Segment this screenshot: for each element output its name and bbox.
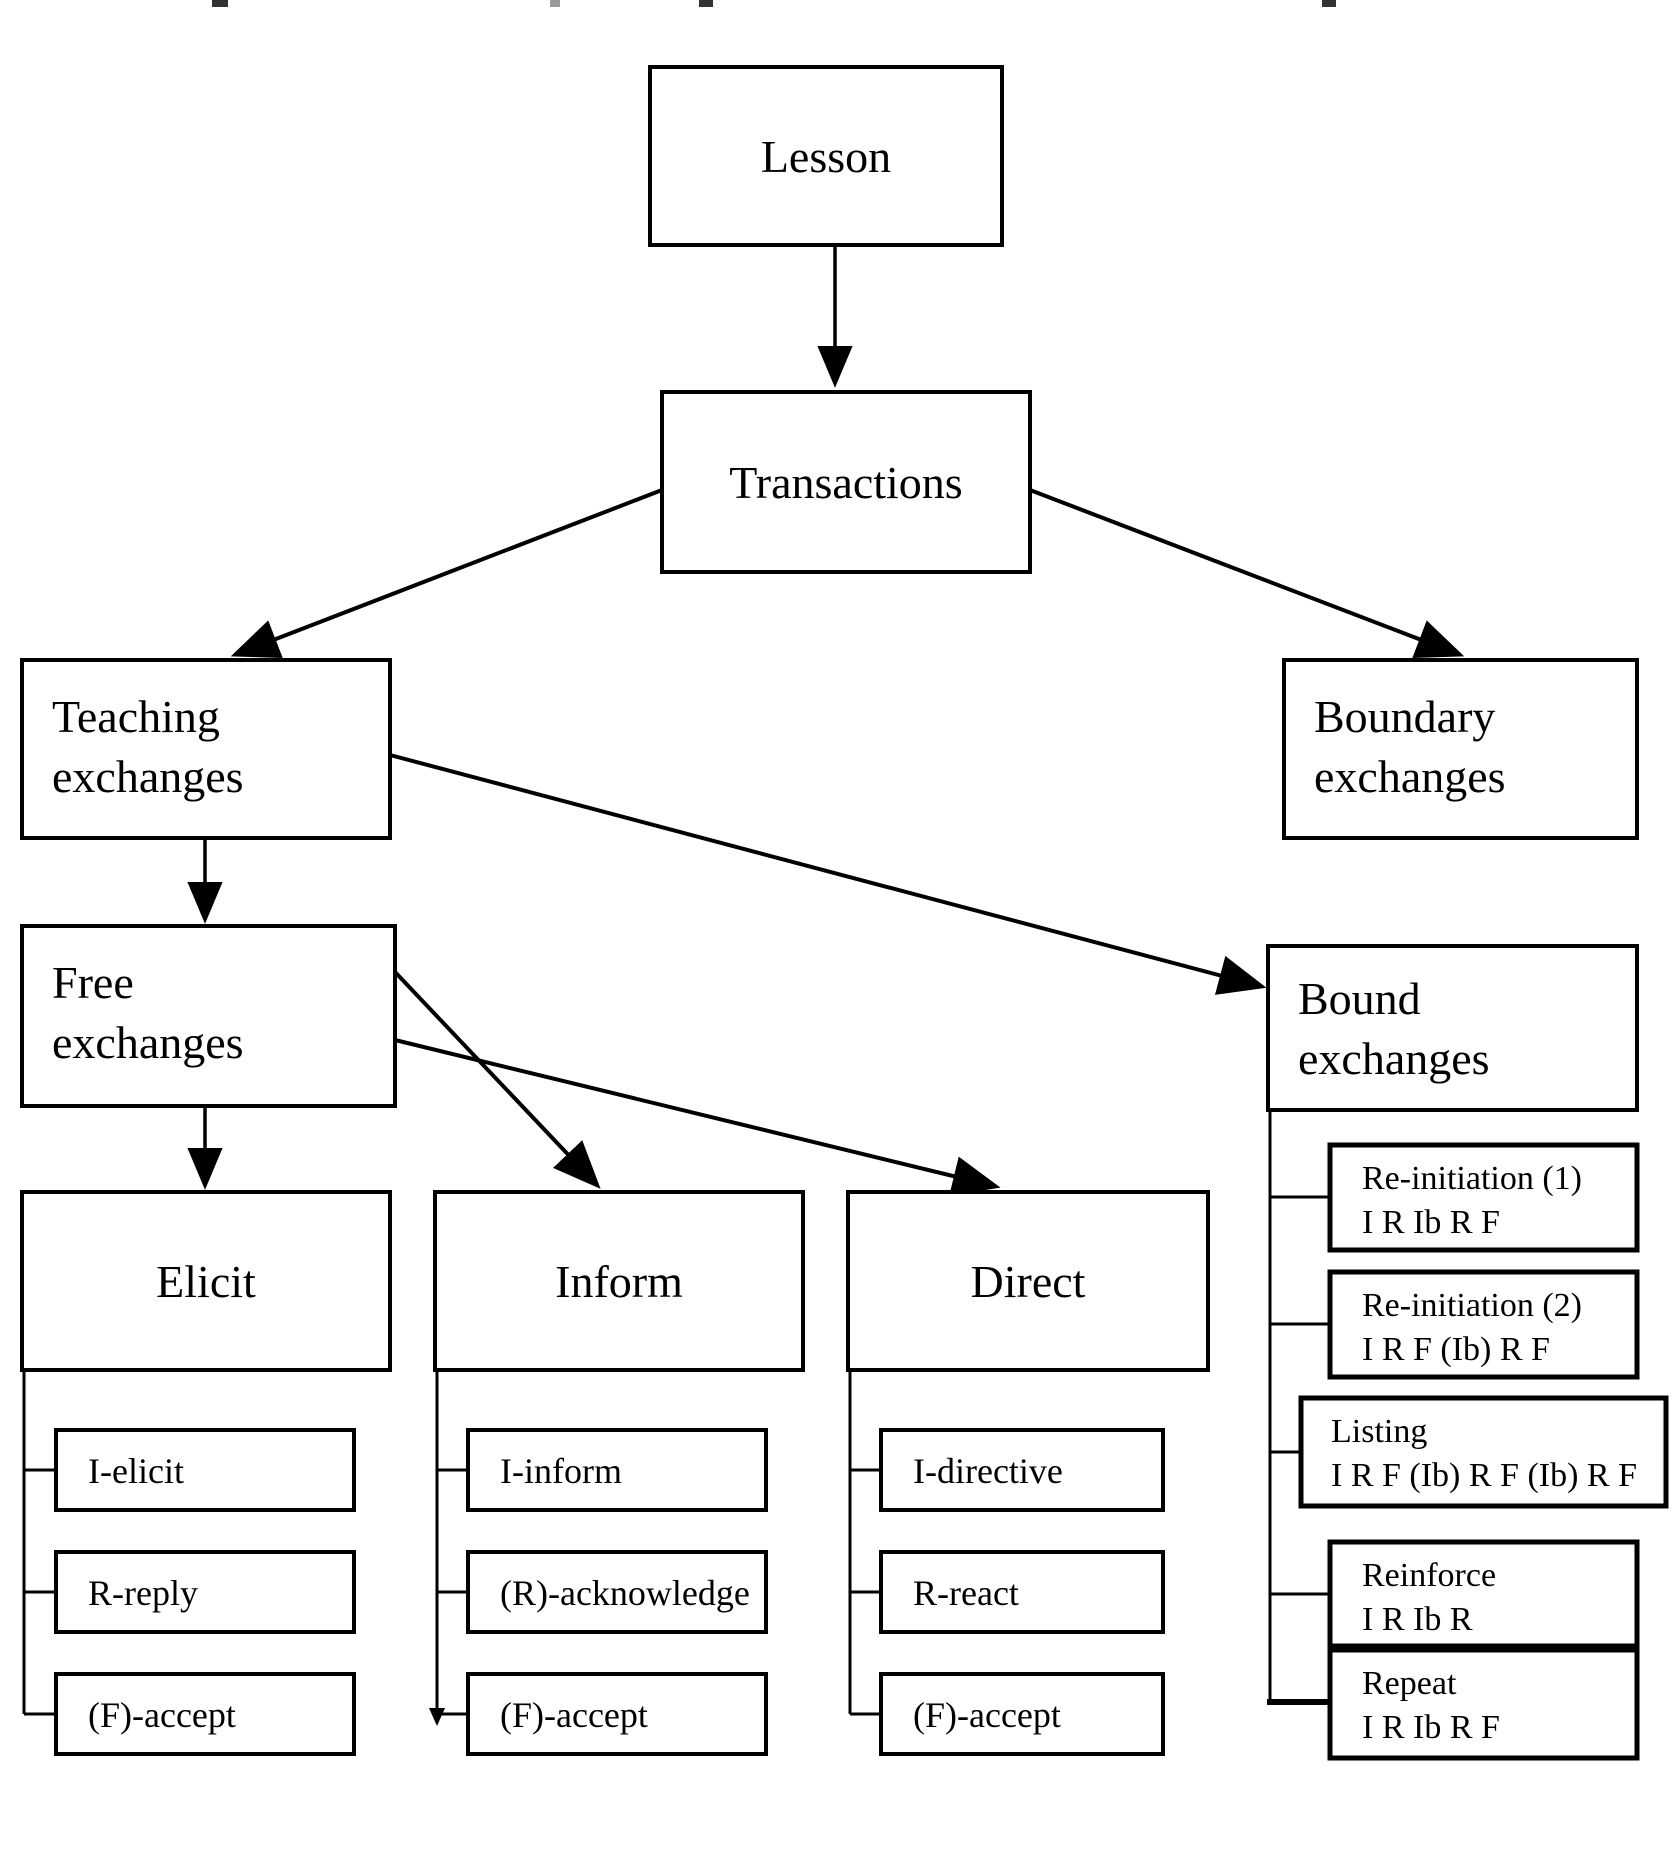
i-directive-box xyxy=(879,1428,1165,1512)
elicit-move-i-elicit: I-elicit xyxy=(54,1428,356,1512)
r-react-box xyxy=(879,1550,1165,1634)
re-initiation-1-name: Re-initiation (1) xyxy=(1362,1160,1582,1197)
lesson-label: Lesson xyxy=(761,131,891,182)
r-reply-box xyxy=(54,1550,356,1634)
bound-type-re-initiation-2: Re-initiation (2) I R F (Ib) R F xyxy=(1327,1269,1640,1380)
arrow-transactions-to-teaching xyxy=(230,488,663,658)
i-directive-label: I-directive xyxy=(913,1451,1063,1491)
direct-move-i-directive: I-directive xyxy=(879,1428,1165,1512)
i-elicit-box xyxy=(54,1428,356,1512)
inform-move-r-acknowledge: (R)-acknowledge xyxy=(466,1550,768,1634)
node-bound-exchanges: Bound exchanges xyxy=(1266,944,1639,1112)
cropped-text-fragment xyxy=(212,0,228,7)
bound-type-listing: Listing I R F (Ib) R F (Ib) R F xyxy=(1298,1395,1669,1509)
listing-box xyxy=(1298,1395,1669,1509)
transactions-label: Transactions xyxy=(729,457,962,508)
listing-name: Listing xyxy=(1331,1413,1427,1450)
bound-exchanges-label-line1: Bound xyxy=(1298,973,1421,1024)
r-acknowledge-box xyxy=(466,1550,768,1634)
boundary-exchanges-box xyxy=(1282,658,1639,840)
free-exchanges-label-line1: Free xyxy=(52,957,134,1008)
re-initiation-1-box xyxy=(1327,1142,1640,1253)
node-teaching-exchanges: Teaching exchanges xyxy=(20,658,392,840)
connector-inform-moves xyxy=(435,1370,468,1716)
connector-bound-types xyxy=(1268,1110,1330,1702)
re-initiation-1-structure: I R Ib R F xyxy=(1362,1204,1500,1241)
elicit-move-r-reply: R-reply xyxy=(54,1550,356,1634)
listing-structure: I R F (Ib) R F (Ib) R F xyxy=(1331,1457,1637,1494)
transactions-box xyxy=(660,390,1032,574)
re-initiation-2-name: Re-initiation (2) xyxy=(1362,1287,1582,1324)
cropped-text-fragment xyxy=(699,0,713,7)
free-exchanges-label-line2: exchanges xyxy=(52,1017,244,1068)
i-elicit-label: I-elicit xyxy=(88,1451,184,1491)
re-initiation-2-structure: I R F (Ib) R F xyxy=(1362,1331,1550,1368)
r-reply-label: R-reply xyxy=(88,1573,198,1613)
arrow-free-to-inform xyxy=(393,970,601,1189)
arrow-free-to-direct xyxy=(394,1038,1001,1196)
repeat-box xyxy=(1327,1647,1640,1761)
node-inform: Inform xyxy=(433,1190,805,1372)
reinforce-structure: I R Ib R xyxy=(1362,1601,1473,1638)
connector-direct-moves xyxy=(848,1370,881,1716)
inform-label: Inform xyxy=(555,1256,683,1307)
node-transactions: Transactions xyxy=(660,390,1032,574)
direct-f-accept-label: (F)-accept xyxy=(913,1695,1061,1735)
direct-f-accept-box xyxy=(879,1672,1165,1756)
bound-type-re-initiation-1: Re-initiation (1) I R Ib R F xyxy=(1327,1142,1640,1253)
boundary-exchanges-label-line1: Boundary xyxy=(1314,691,1495,742)
node-lesson: Lesson xyxy=(648,65,1004,247)
connector-elicit-moves xyxy=(22,1370,56,1716)
teaching-exchanges-label-line1: Teaching xyxy=(52,691,220,742)
re-initiation-2-box xyxy=(1327,1269,1640,1380)
inform-move-f-accept: (F)-accept xyxy=(466,1672,768,1756)
free-exchanges-box xyxy=(20,924,397,1108)
cropped-text-fragment xyxy=(1322,0,1336,7)
inform-box xyxy=(433,1190,805,1372)
node-boundary-exchanges: Boundary exchanges xyxy=(1282,658,1639,840)
direct-box xyxy=(846,1190,1210,1372)
arrow-teaching-to-bound xyxy=(389,753,1267,995)
direct-move-r-react: R-react xyxy=(879,1550,1165,1634)
boundary-exchanges-label-line2: exchanges xyxy=(1314,751,1506,802)
bound-type-repeat: Repeat I R Ib R F xyxy=(1327,1647,1640,1761)
bound-exchanges-box xyxy=(1266,944,1639,1112)
bound-exchanges-label-line2: exchanges xyxy=(1298,1033,1490,1084)
elicit-move-f-accept: (F)-accept xyxy=(54,1672,356,1756)
elicit-f-accept-box xyxy=(54,1672,356,1756)
reinforce-name: Reinforce xyxy=(1362,1557,1496,1594)
i-inform-label: I-inform xyxy=(500,1451,622,1491)
bound-type-reinforce: Reinforce I R Ib R xyxy=(1327,1539,1640,1649)
node-direct: Direct xyxy=(846,1190,1210,1372)
lesson-box xyxy=(648,65,1004,247)
r-react-label: R-react xyxy=(913,1573,1019,1613)
direct-label: Direct xyxy=(971,1256,1086,1307)
reinforce-box xyxy=(1327,1539,1640,1649)
connectors xyxy=(22,245,1465,1726)
direct-move-f-accept: (F)-accept xyxy=(879,1672,1165,1756)
repeat-name: Repeat xyxy=(1362,1665,1457,1702)
inform-f-accept-label: (F)-accept xyxy=(500,1695,648,1735)
arrow-transactions-to-boundary xyxy=(1029,488,1465,659)
teaching-exchanges-label-line2: exchanges xyxy=(52,751,244,802)
elicit-box xyxy=(20,1190,392,1372)
cropped-text-fragments xyxy=(212,0,1336,7)
r-acknowledge-label: (R)-acknowledge xyxy=(500,1573,750,1613)
inform-f-accept-box xyxy=(466,1672,768,1756)
elicit-f-accept-label: (F)-accept xyxy=(88,1695,236,1735)
elicit-label: Elicit xyxy=(156,1256,256,1307)
cropped-text-fragment xyxy=(550,0,560,7)
inform-move-i-inform: I-inform xyxy=(466,1428,768,1512)
i-inform-box xyxy=(466,1428,768,1512)
repeat-structure: I R Ib R F xyxy=(1362,1709,1500,1746)
node-elicit: Elicit xyxy=(20,1190,392,1372)
node-free-exchanges: Free exchanges xyxy=(20,924,397,1108)
connector-inform-arrowhead xyxy=(429,1708,445,1726)
teaching-exchanges-box xyxy=(20,658,392,840)
